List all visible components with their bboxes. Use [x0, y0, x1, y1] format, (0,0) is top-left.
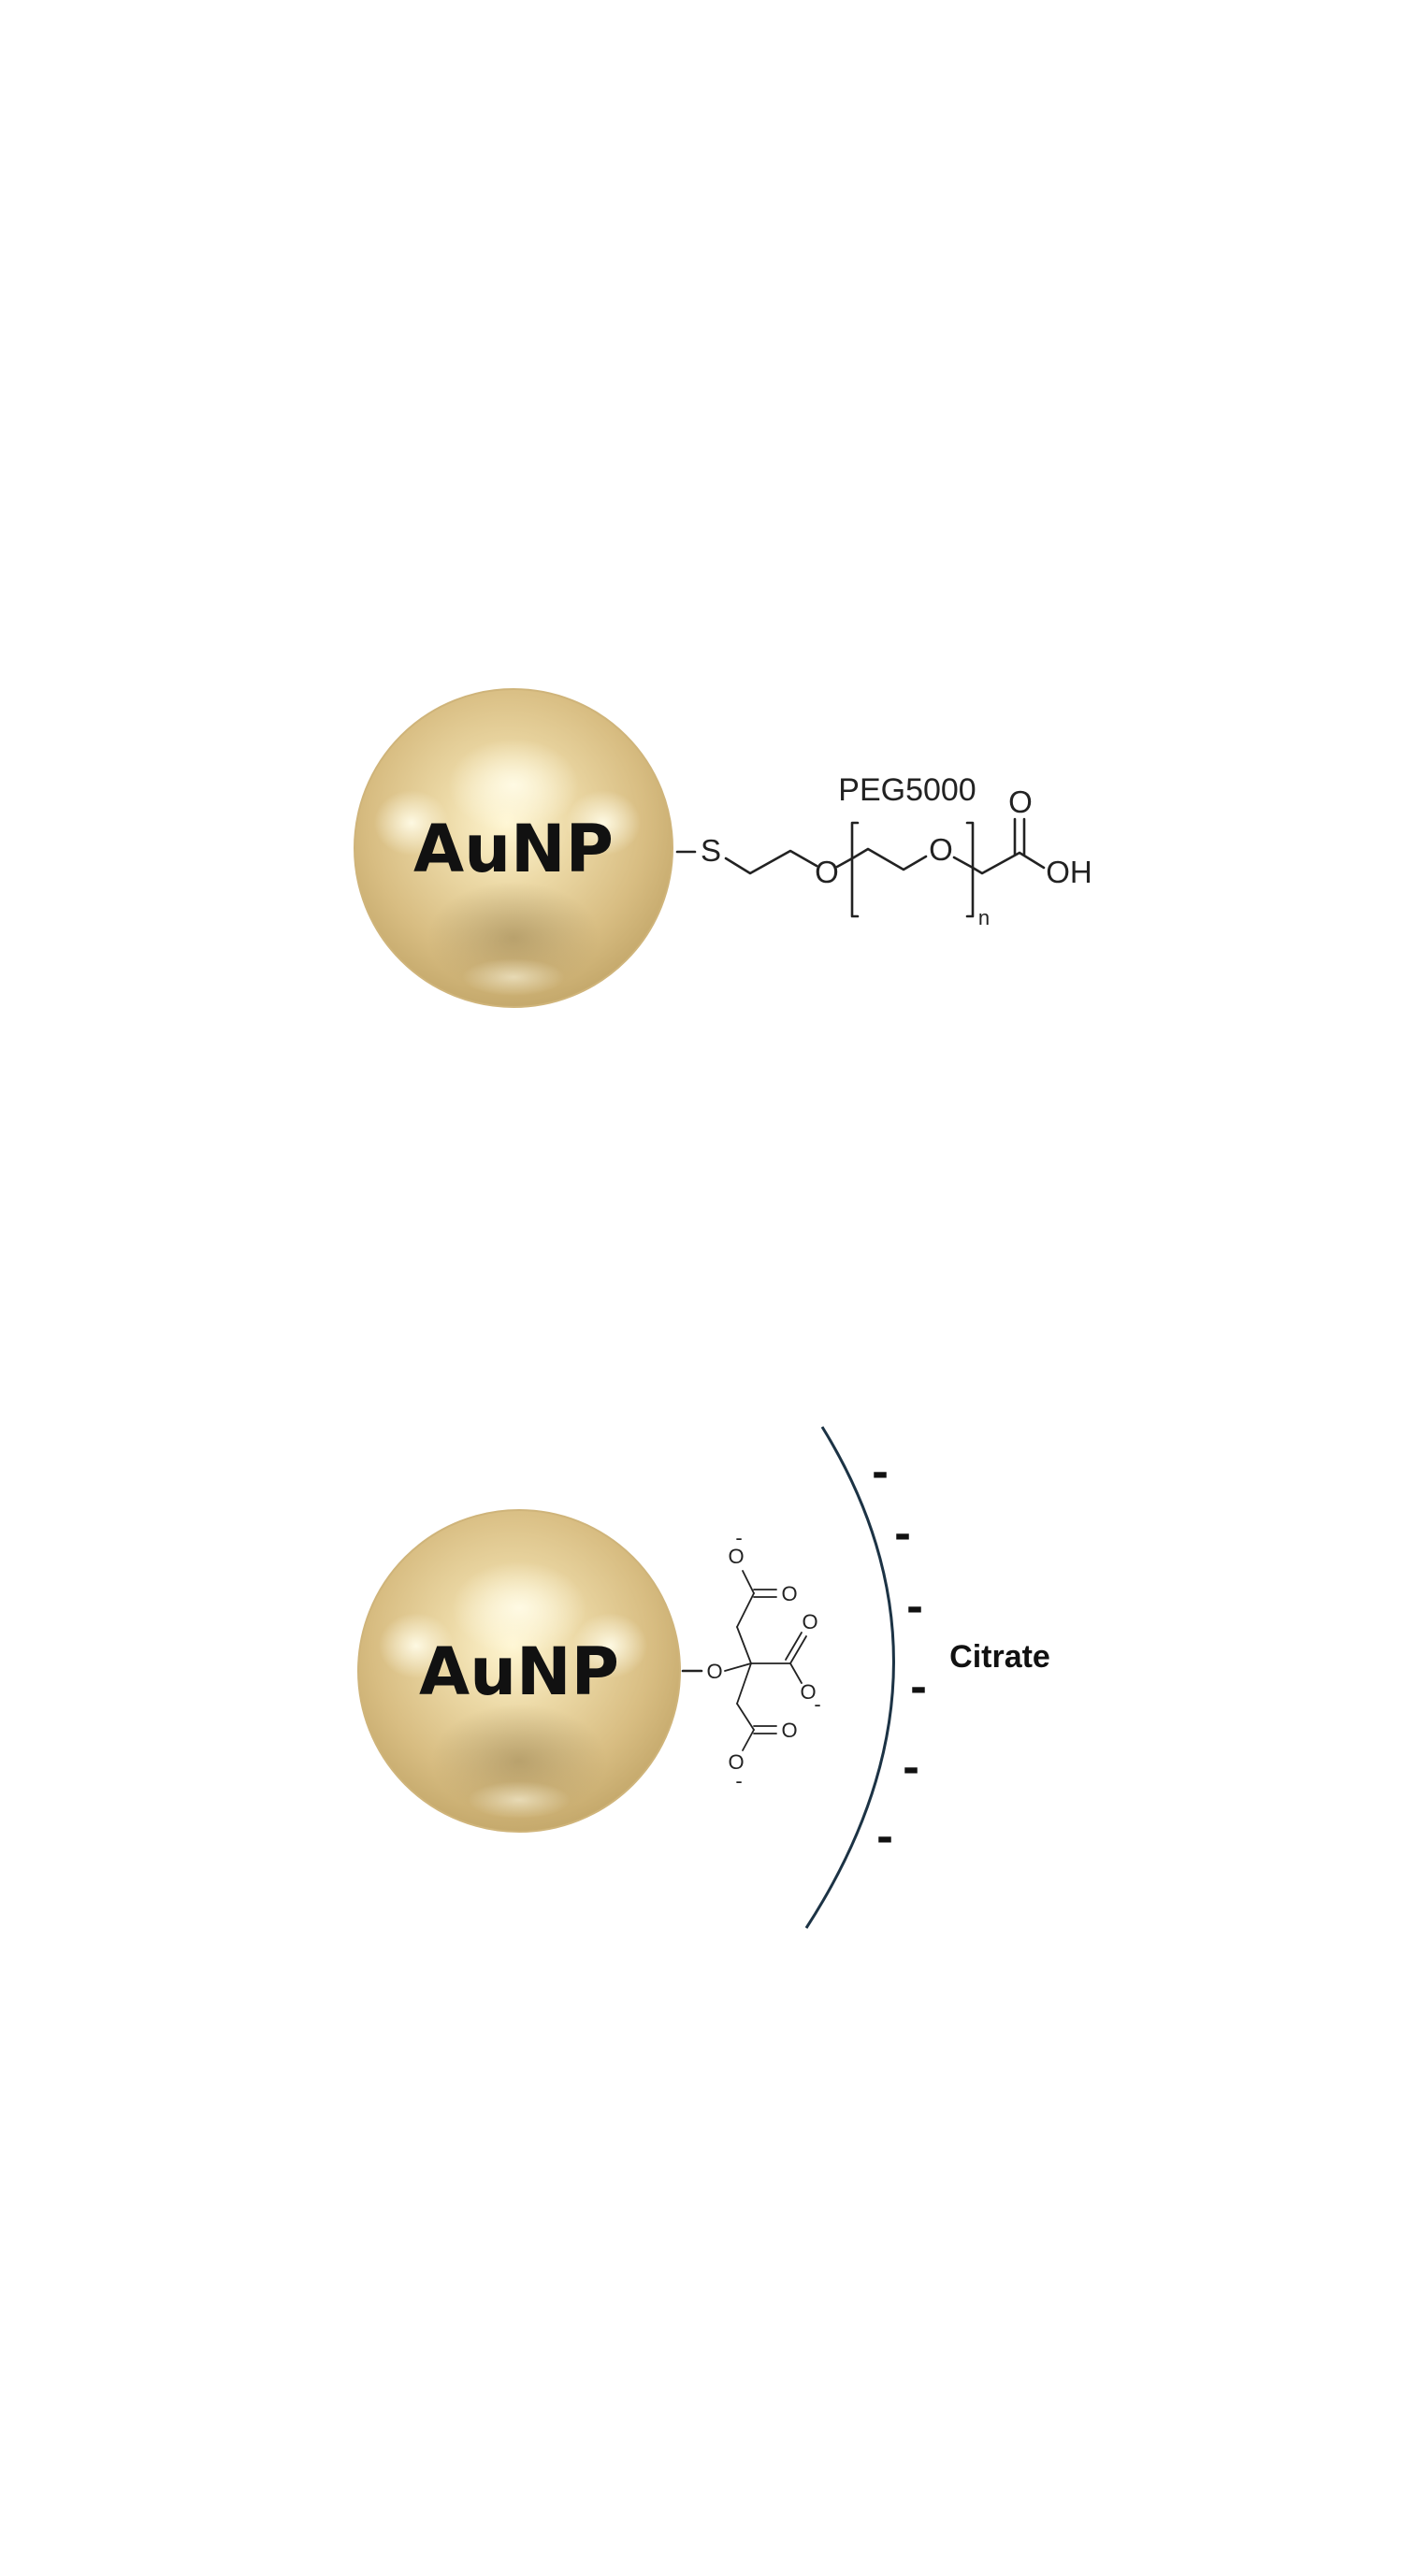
- citrate-molecule-structure: O O O - O O - O O: [681, 1526, 821, 1792]
- aunp-label: AuNP: [413, 811, 614, 887]
- right-carbonyl-oxygen: O: [802, 1610, 817, 1633]
- upper-negative-charge: -: [735, 1526, 742, 1549]
- negative-charge-4: -: [910, 1664, 927, 1712]
- negative-charge-3: -: [906, 1584, 923, 1632]
- upper-carbonyl-oxygen: O: [781, 1582, 797, 1605]
- peg-aunp-group: AuNP S O n O O OH PEG5000: [354, 688, 1092, 1008]
- peg-label: PEG5000: [838, 772, 976, 808]
- negative-charge-2: -: [894, 1511, 911, 1559]
- aunp-label: AuNP: [419, 1633, 619, 1710]
- ether-oxygen-1: O: [815, 855, 839, 889]
- lower-carboxylate-oxygen: O: [728, 1750, 744, 1774]
- negative-charge-1: -: [872, 1449, 889, 1497]
- lower-carbonyl-oxygen: O: [781, 1719, 797, 1742]
- sulfur-atom: S: [701, 833, 721, 868]
- negative-charge-6: -: [876, 1814, 893, 1862]
- citrate-aunp-group: AuNP O O O - O O -: [357, 1426, 1050, 1929]
- repeat-subscript: n: [978, 906, 990, 929]
- peg-chain-structure: S O n O O OH: [675, 784, 1092, 929]
- citrate-label: Citrate: [949, 1639, 1050, 1675]
- electric-double-layer-arc: [804, 1426, 895, 1929]
- negative-charge-5: -: [903, 1745, 919, 1792]
- linker-oxygen: O: [706, 1660, 722, 1683]
- carbonyl-oxygen: O: [1008, 784, 1033, 819]
- right-negative-charge: -: [814, 1692, 820, 1716]
- surface-charge-signs: - - - - - -: [872, 1449, 927, 1862]
- gold-nanoparticle-sphere: [357, 1509, 681, 1833]
- gold-nanoparticle-sphere: [354, 688, 673, 1008]
- hydroxyl-group: OH: [1046, 855, 1092, 889]
- right-carboxylate-oxygen: O: [800, 1680, 816, 1704]
- ether-oxygen-2: O: [929, 832, 953, 867]
- lower-negative-charge: -: [735, 1769, 742, 1792]
- upper-carboxylate-oxygen: O: [728, 1545, 744, 1568]
